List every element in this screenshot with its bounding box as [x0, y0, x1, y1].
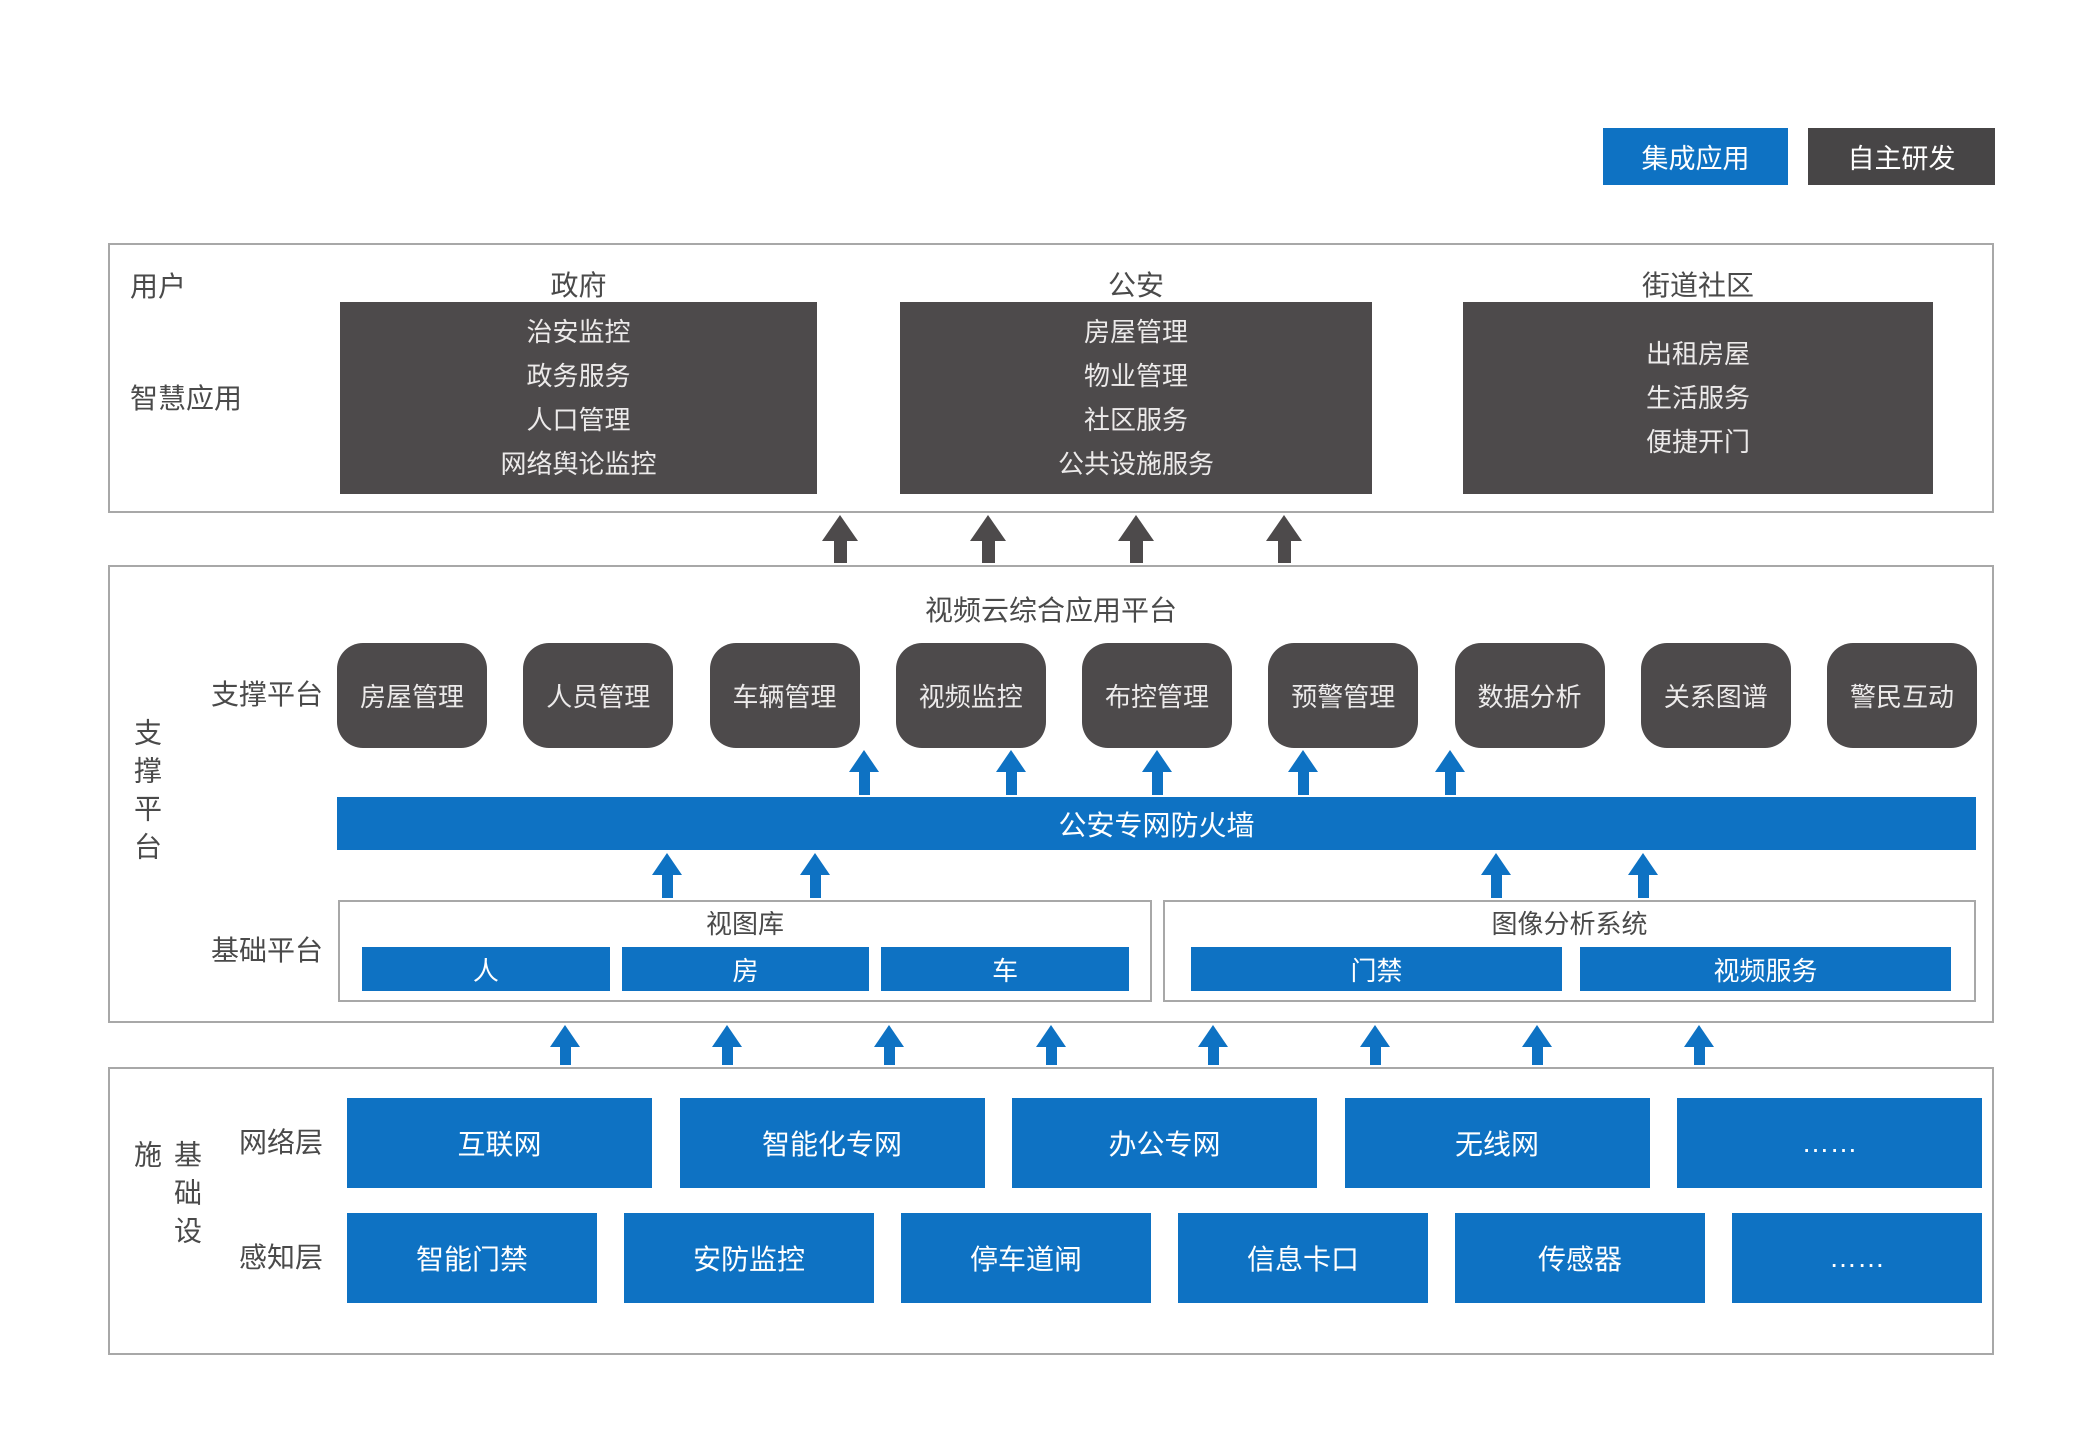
- app-box: 人员管理: [523, 643, 674, 748]
- row-label-base: 基础平台: [210, 935, 323, 966]
- up-arrow-icon: [1266, 515, 1302, 563]
- sensing-item: ……: [1732, 1213, 1982, 1303]
- app-box: 警民互动: [1827, 643, 1977, 748]
- up-arrow-icon: [1118, 515, 1154, 563]
- up-arrow-icon: [1481, 853, 1511, 898]
- up-arrow-icon: [800, 853, 830, 898]
- up-arrow-icon: [1360, 1025, 1390, 1065]
- image-analysis-title: 图像分析系统: [1491, 909, 1648, 939]
- firewall-bar: 公安专网防火墙: [337, 797, 1976, 850]
- app-box: 关系图谱: [1640, 643, 1791, 748]
- app-item: 人口管理: [526, 405, 631, 435]
- side-label-support-platform: 支撑平台: [131, 718, 162, 870]
- up-arrow-icon: [1142, 750, 1172, 795]
- up-arrow-icon: [822, 515, 858, 563]
- support-apps-row: 房屋管理 人员管理 车辆管理 视频监控 布控管理 预警管理 数据分析 关系图谱 …: [337, 643, 1977, 748]
- government-apps-box: 治安监控 政务服务 人口管理 网络舆论监控: [340, 302, 817, 494]
- app-item: 出租房屋: [1645, 339, 1750, 369]
- up-arrow-icon: [1036, 1025, 1066, 1065]
- up-arrow-icon: [1198, 1025, 1228, 1065]
- app-item: 网络舆论监控: [500, 449, 657, 479]
- up-arrow-icon: [1435, 750, 1465, 795]
- legend-integrated-app: 集成应用: [1603, 128, 1788, 185]
- app-item: 公共设施服务: [1057, 449, 1214, 479]
- sensing-item: 停车道闸: [901, 1213, 1151, 1303]
- sensing-item: 智能门禁: [347, 1213, 597, 1303]
- row-label-support: 支撑平台: [210, 679, 323, 710]
- sensing-item: 信息卡口: [1178, 1213, 1428, 1303]
- view-library-title: 视图库: [705, 909, 784, 939]
- section-support-platform: 支撑平台 视频云综合应用平台 支撑平台 房屋管理 人员管理 车辆管理 视频监控 …: [108, 565, 1994, 1023]
- up-arrow-icon: [712, 1025, 742, 1065]
- app-box: 数据分析: [1454, 643, 1605, 748]
- up-arrow-icon: [849, 750, 879, 795]
- column-header-community: 街道社区: [1641, 270, 1754, 301]
- column-header-government: 政府: [550, 270, 607, 301]
- up-arrow-icon: [1628, 853, 1658, 898]
- app-box: 车辆管理: [709, 643, 860, 748]
- base-item: 门禁: [1191, 947, 1562, 991]
- up-arrow-icon: [1684, 1025, 1714, 1065]
- network-item: 互联网: [347, 1098, 652, 1188]
- app-item: 便捷开门: [1645, 427, 1750, 457]
- view-library-box: 视图库 人 房 车: [338, 900, 1152, 1002]
- row-label-smart-apps: 智慧应用: [130, 383, 243, 414]
- network-item: 智能化专网: [679, 1098, 985, 1188]
- section-users: 用户 智慧应用 政府 治安监控 政务服务 人口管理 网络舆论监控 公安 房屋管理…: [108, 243, 1994, 513]
- legend-self-developed: 自主研发: [1808, 128, 1995, 185]
- up-arrow-icon: [550, 1025, 580, 1065]
- app-box: 预警管理: [1268, 643, 1419, 748]
- network-item: 办公专网: [1012, 1098, 1317, 1188]
- base-item: 房: [621, 947, 870, 991]
- app-item: 物业管理: [1083, 361, 1188, 391]
- up-arrow-icon: [970, 515, 1006, 563]
- side-label-infrastructure: 基础设施: [131, 1140, 202, 1254]
- up-arrow-icon: [1522, 1025, 1552, 1065]
- base-item: 车: [881, 947, 1130, 991]
- base-item: 人: [362, 947, 610, 991]
- sensing-item: 传感器: [1455, 1213, 1705, 1303]
- app-item: 政务服务: [526, 361, 631, 391]
- column-header-police: 公安: [1107, 270, 1164, 301]
- up-arrow-icon: [874, 1025, 904, 1065]
- community-apps-box: 出租房屋 生活服务 便捷开门: [1463, 302, 1933, 494]
- app-box: 布控管理: [1082, 643, 1232, 748]
- app-item: 生活服务: [1645, 383, 1750, 413]
- app-box: 视频监控: [895, 643, 1046, 748]
- network-item: 无线网: [1344, 1098, 1650, 1188]
- network-layer-row: 互联网 智能化专网 办公专网 无线网 ……: [347, 1098, 1982, 1188]
- app-box: 房屋管理: [337, 643, 487, 748]
- police-apps-box: 房屋管理 物业管理 社区服务 公共设施服务: [900, 302, 1372, 494]
- up-arrow-icon: [1288, 750, 1318, 795]
- app-item: 社区服务: [1083, 405, 1188, 435]
- section-infrastructure: 基础设施 网络层 互联网 智能化专网 办公专网 无线网 …… 感知层 智能门禁 …: [108, 1067, 1994, 1355]
- app-item: 房屋管理: [1083, 317, 1188, 347]
- sensing-layer-row: 智能门禁 安防监控 停车道闸 信息卡口 传感器 ……: [347, 1213, 1982, 1303]
- image-analysis-box: 图像分析系统 门禁 视频服务: [1163, 900, 1976, 1002]
- sensing-item: 安防监控: [624, 1213, 874, 1303]
- row-label-users: 用户: [130, 271, 187, 302]
- base-item: 视频服务: [1580, 947, 1951, 991]
- row-label-network-layer: 网络层: [238, 1127, 323, 1158]
- row-label-sensing-layer: 感知层: [238, 1242, 323, 1273]
- app-item: 治安监控: [526, 317, 631, 347]
- up-arrow-icon: [652, 853, 682, 898]
- platform-title: 视频云综合应用平台: [924, 595, 1177, 626]
- network-item: ……: [1677, 1098, 1982, 1188]
- up-arrow-icon: [996, 750, 1026, 795]
